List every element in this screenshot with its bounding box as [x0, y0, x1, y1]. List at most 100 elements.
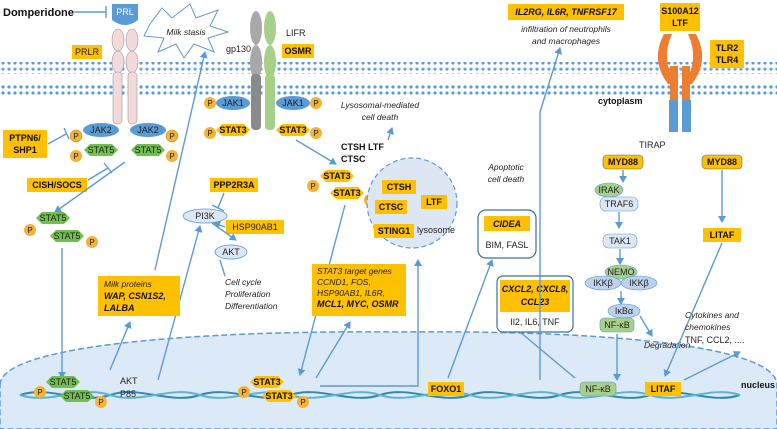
tak1: TAK1 [602, 233, 638, 249]
tirap-label: TIRAP [639, 140, 666, 150]
nucleus-label: nucleus [741, 380, 775, 390]
ltf-top-label: LTF [672, 18, 688, 28]
stat5-label: STAT5 [40, 213, 67, 223]
infiltration-line2: and macrophages [532, 36, 601, 46]
ikk-complex: NEMO IKKβ IKKβ [584, 264, 658, 291]
phospho-label: P [89, 238, 94, 247]
cxcl-line1: CXCL2, CXCL8, [502, 284, 569, 294]
released-proteases-line2: CTSC [341, 154, 366, 164]
stat3-label: STAT3 [279, 125, 306, 135]
stat5-dimer: STAT5 STAT5 P P [24, 212, 98, 248]
bim-fasl-label: BIM, FASL [485, 240, 528, 250]
released-proteases-line1: CTSH LTF [341, 142, 384, 152]
milk-proteins-title: Milk proteins [104, 279, 152, 289]
phospho-label: P [207, 129, 212, 138]
ptpn6-shp1-box: PTPN6/ SHP1 [3, 127, 70, 158]
phospho-label: P [310, 182, 315, 191]
stat5-label: STAT5 [54, 231, 81, 241]
stat3-target-genes-box: STAT3 target genes CCND1, FOS, HSP90AB1,… [312, 264, 406, 316]
prl-label: PRL [116, 7, 134, 17]
tlr-receptor: S100A12 LTF TLR2 TLR4 [657, 3, 744, 132]
nucleus-stat3: STAT3 STAT3 P P [238, 376, 309, 408]
jak2-left: JAK2 JAK2 P P [69, 123, 179, 143]
litaf-label: LITAF [710, 230, 735, 240]
apoptosis-group: Apoptotic cell death CIDEA BIM, FASL [477, 162, 537, 259]
phospho-label: P [313, 99, 318, 108]
p85-label: P85 [120, 389, 136, 399]
prlr-label: PRLR [75, 47, 100, 57]
phospho-label: P [37, 388, 42, 397]
stat3-targets-line1: CCND1, FOS, [317, 277, 371, 287]
nfkb-label: NF-κB [604, 320, 630, 330]
sting1-label: STING1 [378, 226, 411, 236]
ikba-nfkb: IκBα NF-κB Degradation [599, 303, 691, 350]
infiltration-group: IL2RG, IL6R, TNFRSF17 infiltration of ne… [508, 4, 624, 46]
akt-label: AKT [222, 247, 240, 257]
osmr-label: OSMR [285, 46, 313, 56]
infiltration-genes: IL2RG, IL6R, TNFRSF17 [515, 7, 618, 17]
cell-membrane [0, 62, 777, 96]
ctsh-label: CTSH [387, 182, 412, 192]
milk-stasis-burst: Milk stasis [143, 3, 230, 59]
phospho-label: P [169, 132, 174, 141]
nucleus-stat5: STAT5 STAT5 P P [34, 376, 107, 408]
nucleus-akt-p85: AKT P85 [120, 376, 138, 399]
jak2-label: JAK2 [137, 125, 159, 135]
cytoplasm-label: cytoplasm [598, 96, 643, 106]
degradation-label: Degradation [644, 340, 691, 350]
stat3-label: STAT3 [253, 377, 280, 387]
stat3-targets-line2: HSP90AB1, IL6R, [317, 288, 385, 298]
milk-genes-line2: LALBA [104, 303, 135, 313]
nemo-label: NEMO [608, 267, 635, 277]
infiltration-line1: infiltration of neutrophils [521, 24, 612, 34]
differentiation-label: Differentiation [225, 301, 278, 311]
jak1-mid: JAK1 JAK1 P P STAT3 STAT3 P P [204, 96, 322, 139]
stat5-label: STAT5 [50, 377, 77, 387]
foxo1-label: FOXO1 [431, 384, 462, 394]
tlr4-label: TLR4 [716, 55, 739, 65]
phospho-label: P [98, 398, 103, 407]
myd88-label: MYD88 [608, 157, 638, 167]
cyto-line3: TNF, CCL2, .... [685, 335, 745, 345]
lysosomal-death-line2: cell death [362, 112, 399, 122]
lysosome-label: lysosome [417, 225, 455, 235]
cell-cycle-label: Cell cycle [225, 277, 262, 287]
irak-traf6: IRAK TRAF6 [594, 182, 639, 212]
akt-label: AKT [120, 376, 138, 386]
stat3-targets-line3: MCL1, MYC, OSMR [317, 299, 399, 309]
tak1-label: TAK1 [609, 236, 631, 246]
pi3k-label: PI3K [195, 211, 215, 221]
cish-socs-box: CISH/SOCS [27, 162, 113, 192]
tlr2-label: TLR2 [716, 43, 739, 53]
phospho-label: P [169, 152, 174, 161]
ppp2r3a-label: PPP2R3A [213, 180, 255, 190]
lysosome: Lysosomal-mediated cell death CTSH LTF C… [341, 100, 458, 249]
nfkb-label: NF-κB [585, 384, 611, 394]
milk-proteins-box: Milk proteins WAP, CSN1S2, LALBA [98, 276, 180, 316]
ikkb-label: IKKβ [629, 278, 649, 288]
jak1-label: JAK1 [222, 98, 244, 108]
ctsc-label: CTSC [379, 202, 404, 212]
litaf-cyto: LITAF [703, 228, 741, 242]
phospho-label: P [73, 152, 78, 161]
gp130-lifr-receptor: gp130 LIFR OSMR [226, 11, 314, 130]
apoptotic-line1: Apoptotic [487, 162, 524, 172]
irak-label: IRAK [598, 185, 619, 195]
cxcl-line2: CCL23 [521, 297, 550, 307]
pi3k-akt: PPP2R3A PI3K HSP90AB1 AKT Cell cycle Pro… [182, 178, 284, 311]
stat5-label: STAT5 [88, 145, 115, 155]
hsp90ab1-label: HSP90AB1 [232, 222, 278, 232]
milk-stasis-label: Milk stasis [166, 27, 206, 37]
ptpn6-label: PTPN6/ [9, 133, 41, 143]
proliferation-label: Proliferation [225, 289, 271, 299]
stat3-label: STAT3 [333, 188, 360, 198]
lysosomal-death-line1: Lysosomal-mediated [341, 100, 420, 110]
cyto-line1: Cytokines and [685, 310, 739, 320]
stat5-label: STAT5 [135, 145, 162, 155]
cish-label: CISH/SOCS [32, 180, 82, 190]
phospho-label: P [207, 99, 212, 108]
cidea-label: CIDEA [493, 219, 521, 229]
apoptotic-line2: cell death [488, 174, 525, 184]
il-tnf-line: Il2, IL6, TNF [510, 317, 560, 327]
